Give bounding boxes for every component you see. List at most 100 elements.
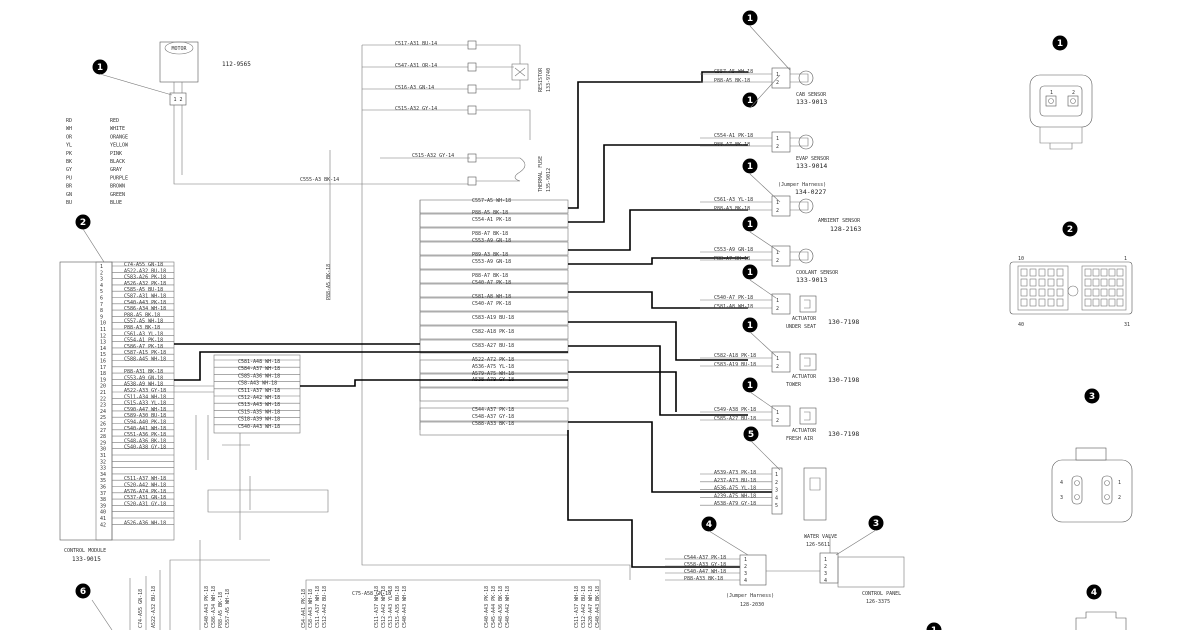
- module-wire: C557-A5 WH-18: [124, 319, 163, 325]
- sensor-body: [798, 198, 814, 214]
- harness-part: 134-0227: [795, 188, 826, 196]
- svg-text:1: 1: [97, 63, 103, 73]
- module-wire: C586-A7 PK-18: [124, 344, 163, 350]
- module-pin: 13: [100, 340, 106, 346]
- module-pin: 3: [100, 277, 103, 283]
- motor-wire: C555-A3 BK-14: [300, 177, 339, 183]
- module-wire: A576-A74 PK-18: [124, 489, 166, 495]
- harness-wire: [568, 421, 772, 493]
- svg-text:(Jumper Harness): (Jumper Harness): [726, 593, 774, 599]
- legend-code: BK: [66, 159, 72, 165]
- module-pin: 20: [100, 384, 106, 390]
- module-pin: 7: [100, 302, 103, 308]
- module-wire: C520-A31 GY-18: [124, 501, 166, 507]
- legend-color: GREEN: [110, 192, 125, 198]
- bottom-wire: C540-A42 WH-18: [505, 586, 511, 628]
- bottom-wire: C74-A55 GN-18: [138, 589, 144, 628]
- valve-wire: A539-A73 PK-18: [714, 470, 756, 476]
- device-connector: [771, 195, 791, 217]
- svg-text:2: 2: [776, 144, 779, 150]
- bus-wire-label: C540-A7 PK-18: [472, 301, 511, 307]
- device-name: TOWER: [786, 382, 802, 388]
- bus-wire-label: C583-A19 BU-18: [472, 315, 514, 321]
- svg-text:1: 1: [776, 200, 779, 206]
- splice-wire: C585-A36 WH-18: [238, 373, 280, 379]
- module-pin: 15: [100, 352, 106, 358]
- connector-4-face: [1075, 611, 1127, 630]
- bus-wire-label: C588-A33 BK-18: [472, 421, 514, 427]
- device-part: 133-9013: [796, 98, 827, 106]
- splice-wire: C515-A35 WH-18: [238, 409, 280, 415]
- module-body: [59, 261, 113, 541]
- bottom-wire: C511-A37 WH-18: [374, 586, 380, 628]
- module-wire: C585-A5 BU-18: [124, 287, 163, 293]
- bottom-wire: C512-A42 BU-18: [322, 586, 328, 628]
- device-wire: C561-A3 YL-18: [714, 197, 753, 203]
- bottom-wire: C515-A35 BU-18: [395, 586, 401, 628]
- svg-text:1: 1: [776, 356, 779, 362]
- module-pin: 4: [100, 283, 103, 289]
- module-wire: P88-A3 BK-18: [124, 325, 160, 331]
- callout-6: 6: [75, 583, 91, 599]
- device-wire: C585-A27 BU-18: [714, 416, 756, 422]
- callout-3: 3: [1084, 388, 1100, 404]
- module-wire: C520-A42 WH-18: [124, 483, 166, 489]
- module-pin: 14: [100, 346, 106, 352]
- legend-code: OR: [66, 134, 73, 140]
- svg-text:2: 2: [776, 208, 779, 214]
- callout-1: 1: [742, 92, 758, 108]
- callout-1: 1: [742, 216, 758, 232]
- callout-1: 1: [1052, 35, 1068, 51]
- svg-text:4: 4: [824, 578, 827, 584]
- legend-code: PU: [66, 175, 72, 181]
- splice-wire: C518-A39 WH-18: [238, 417, 280, 423]
- device-wire: C581-A8 WH-18: [714, 304, 753, 310]
- bottom-wire: C58-A43 WH-18: [308, 589, 314, 628]
- svg-text:128-2030: 128-2030: [740, 602, 764, 608]
- device-wire: C583-A19 BU-18: [714, 362, 756, 368]
- svg-text:4: 4: [1060, 480, 1063, 486]
- callout-1: 1: [742, 317, 758, 333]
- module-wire: C548-A36 BK-18: [124, 438, 166, 444]
- module-wire: C583-A26 PK-18: [124, 275, 166, 281]
- module-wire: C540-A41 WH-18: [124, 426, 166, 432]
- legend-color: BROWN: [110, 184, 125, 190]
- callout-1: 1: [742, 158, 758, 174]
- motor: MOTOR 112-9565 1 2 C555-A3 BK-14: [159, 41, 475, 185]
- sensor-body: [798, 70, 814, 86]
- module-pin: 24: [100, 409, 106, 415]
- device-connector: [771, 405, 791, 427]
- svg-text:1: 1: [1124, 256, 1127, 262]
- svg-text:2: 2: [776, 364, 779, 370]
- splice-wire: C511-A37 WH-18: [238, 388, 280, 394]
- callout-1: 1: [742, 377, 758, 393]
- svg-text:1: 1: [1118, 480, 1121, 486]
- bottom-wire: C540-A43 PK-18: [484, 586, 490, 628]
- module-pin: 36: [100, 485, 106, 491]
- device-wire: C549-A38 PK-18: [714, 407, 756, 413]
- bus-wire-label: C540-A7 PK-18: [472, 280, 511, 286]
- svg-text:P88-A5 BK-18: P88-A5 BK-18: [326, 264, 332, 300]
- module-pin: 27: [100, 428, 106, 434]
- svg-text:4: 4: [744, 578, 747, 584]
- callout-3: 3: [868, 515, 884, 531]
- connector-1-face: 1 2: [1029, 74, 1093, 150]
- device-part: 130-7198: [828, 318, 859, 326]
- module-pin: 39: [100, 503, 106, 509]
- bottom-wire: C54-A41 PK-18: [301, 589, 307, 628]
- svg-text:1: 1: [747, 321, 753, 331]
- bottom-wire: C511-A37 WH-18: [574, 586, 580, 628]
- svg-text:4: 4: [775, 495, 778, 501]
- device-wire: P88-A7 BK-18: [714, 142, 750, 148]
- module-wire: C511-A34 WH-18: [124, 394, 166, 400]
- resistor-label: RESISTOR: [538, 67, 544, 92]
- motor-part: 112-9565: [222, 61, 251, 68]
- bus-wire-label: P88-A7 BK-18: [472, 231, 508, 237]
- motor-pins: 1 2: [173, 97, 182, 103]
- sensor-body: [798, 134, 814, 150]
- module-wire: C590-A47 WH-18: [124, 407, 166, 413]
- module-pin: 9: [100, 314, 103, 320]
